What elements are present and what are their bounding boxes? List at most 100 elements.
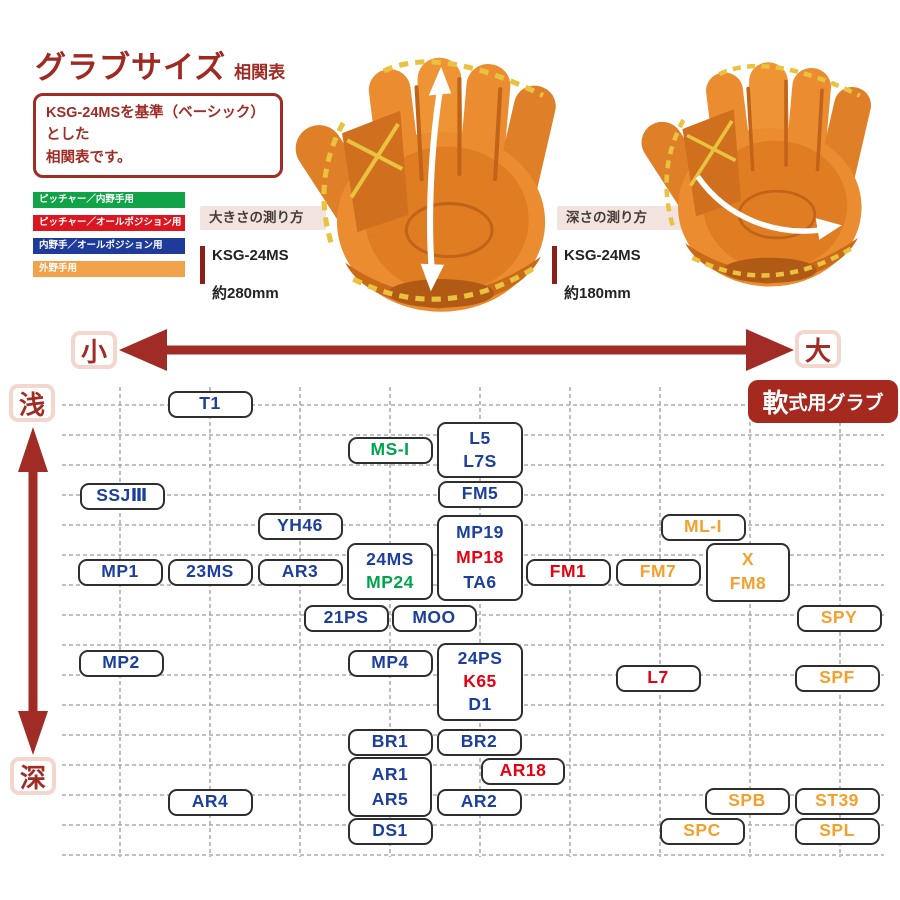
glove-model-label: 24PS <box>457 648 503 669</box>
glove-model-label: SPB <box>728 790 766 811</box>
red-bar <box>200 246 205 284</box>
legend-item-green: ピッチャー／内野手用 <box>33 192 185 208</box>
glove-model-label: SPF <box>819 667 855 688</box>
glove-model-box-ml-i: ML-I <box>660 513 746 541</box>
glove-model-label: SPY <box>820 607 858 628</box>
glove-model-label: AR1 <box>371 764 409 784</box>
glove-model-label: 24MS <box>366 548 414 569</box>
glove-model-label: SPC <box>683 820 721 841</box>
glove-model-box-yh46: YH46 <box>257 512 343 540</box>
legend-item-blue: 内野手／オールポジション用 <box>33 238 185 254</box>
glove-model-label: L5 <box>469 427 491 448</box>
glove-model-label: AR5 <box>371 788 409 809</box>
glove-model-label: AR2 <box>460 791 498 812</box>
glove-model-label: K65 <box>463 671 497 692</box>
glove-model-label: AR4 <box>191 791 229 812</box>
glove-model-box-mp1: MP1 <box>77 558 163 586</box>
glove-model-box-ar18: AR18 <box>481 757 565 785</box>
depth-measure-mm: 約180mm <box>564 284 631 302</box>
badge-emphasis: 軟 <box>762 388 789 418</box>
glove-model-label: FM7 <box>639 561 677 582</box>
size-measure-value: KSG-24MS 約280mm <box>200 246 289 302</box>
size-measure-model: KSG-24MS <box>212 247 289 264</box>
glove-model-box-spy: SPY <box>796 604 882 632</box>
glove-model-label: FM1 <box>549 561 587 582</box>
glove-model-label: TA6 <box>463 572 497 593</box>
glove-model-box-t1: T1 <box>167 390 253 418</box>
glove-model-label: SSJⅢ <box>96 485 148 506</box>
page-title: グラブサイズ相関表 <box>35 42 285 87</box>
size-measure-glove-image <box>286 26 592 322</box>
glove-model-box-st39: ST39 <box>794 787 880 815</box>
glove-model-label: MS-I <box>370 439 410 460</box>
glove-model-label: BR2 <box>460 731 498 752</box>
glove-model-label: MP2 <box>102 652 140 673</box>
glove-model-label: MOO <box>412 607 456 628</box>
axis-label-large: 大 <box>795 330 841 368</box>
glove-model-label: MP4 <box>371 652 409 673</box>
glove-model-box-24ms-mp24: 24MS MP24 <box>347 542 433 600</box>
description-box: KSG-24MSを基準（ベーシック）とした 相関表です。 <box>33 93 283 179</box>
glove-model-label: L7 <box>647 667 669 688</box>
glove-model-label: MP18 <box>456 547 504 568</box>
glove-model-label: MP24 <box>366 572 414 592</box>
size-measure-mm: 約280mm <box>212 284 279 302</box>
glove-model-box-ds1: DS1 <box>347 817 433 845</box>
red-bar <box>552 246 557 284</box>
glove-model-box-spb: SPB <box>704 787 790 815</box>
glove-model-label: DS1 <box>372 820 408 841</box>
depth-measure-caption: 深さの測り方 <box>557 206 683 230</box>
glove-model-label: X <box>741 549 755 570</box>
legend-item-red: ピッチャー／オールポジション用 <box>33 215 185 231</box>
glove-model-label: FM8 <box>729 573 767 594</box>
glove-model-box-spl: SPL <box>794 817 880 845</box>
glove-model-box-ar3: AR3 <box>257 558 343 586</box>
position-color-legend: ピッチャー／内野手用ピッチャー／オールポジション用内野手／オールポジション用外野… <box>33 192 185 284</box>
glove-model-label: FM5 <box>461 483 499 504</box>
depth-measure-model: KSG-24MS <box>564 247 641 264</box>
glove-model-label: ST39 <box>815 790 859 811</box>
soft-glove-badge: 軟式用グラブ <box>748 380 898 423</box>
axis-label-deep: 深 <box>10 757 56 795</box>
glove-model-box-ar4: AR4 <box>167 788 253 816</box>
glove-model-box-spc: SPC <box>659 817 745 845</box>
glove-model-label: L7S <box>463 450 497 471</box>
glove-model-box-fm5: FM5 <box>437 480 523 508</box>
badge-rest: 式用グラブ <box>788 393 884 414</box>
glove-model-label: 23MS <box>186 561 234 582</box>
glove-model-box-23ms: 23MS <box>167 558 253 586</box>
glove-model-label: YH46 <box>277 515 323 536</box>
glove-model-label: MP19 <box>456 522 504 543</box>
glove-model-box-fm7: FM7 <box>615 558 701 586</box>
axis-label-shallow: 浅 <box>9 384 55 422</box>
glove-model-box-ms-i: MS-I <box>347 436 433 464</box>
glove-model-box-br2: BR2 <box>436 728 522 756</box>
glove-model-box-mp2: MP2 <box>78 649 164 677</box>
glove-model-box-fm1: FM1 <box>525 558 611 586</box>
size-measure-caption: 大きさの測り方 <box>200 206 326 230</box>
glove-model-label: 21PS <box>323 607 369 628</box>
glove-model-box-ar2: AR2 <box>436 788 522 816</box>
glove-model-label: BR1 <box>371 731 409 752</box>
glove-model-box-l7: L7 <box>615 664 701 692</box>
glove-model-box-ssjⅲ: SSJⅢ <box>79 482 165 510</box>
glove-model-label: D1 <box>468 694 492 715</box>
glove-model-label: MP1 <box>101 561 139 582</box>
glove-model-label: AR3 <box>281 561 319 582</box>
glove-model-box-br1: BR1 <box>347 728 433 756</box>
glove-model-box-x-fm8: X FM8 <box>706 542 790 602</box>
glove-model-label: AR18 <box>499 760 547 781</box>
page-title-suffix: 相関表 <box>234 63 286 82</box>
glove-model-label: SPL <box>819 820 855 841</box>
glove-model-box-spf: SPF <box>794 664 880 692</box>
glove-model-box-moo: MOO <box>391 604 477 632</box>
glove-model-box-mp4: MP4 <box>347 649 433 677</box>
depth-measure-value: KSG-24MS 約180mm <box>552 246 641 302</box>
glove-model-label: ML-I <box>684 516 722 537</box>
